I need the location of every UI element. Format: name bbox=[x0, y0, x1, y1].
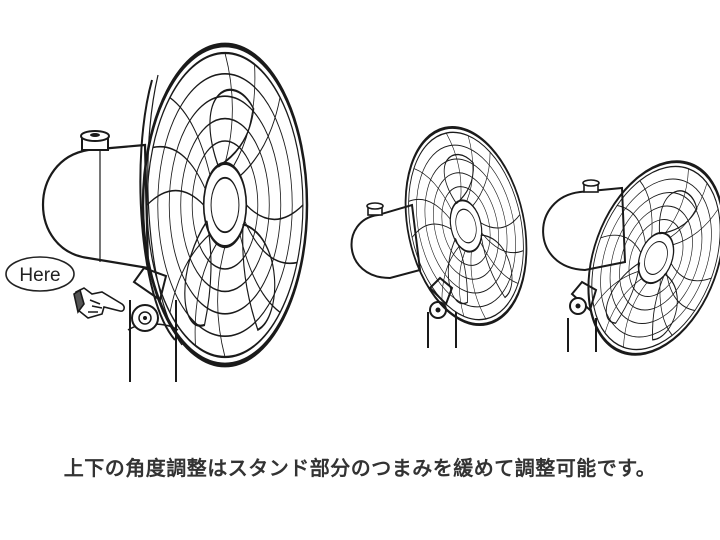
fan-angle-illustration: Here bbox=[5, 0, 720, 382]
here-callout: Here bbox=[5, 256, 75, 292]
right-fan bbox=[542, 141, 720, 375]
caption-text: 上下の角度調整はスタンド部分のつまみを緩めて調整可能です。 bbox=[63, 456, 657, 480]
large-fan bbox=[42, 45, 307, 382]
pointing-hand-icon bbox=[73, 287, 125, 319]
middle-fan bbox=[350, 114, 546, 348]
here-label: Here bbox=[19, 265, 60, 286]
